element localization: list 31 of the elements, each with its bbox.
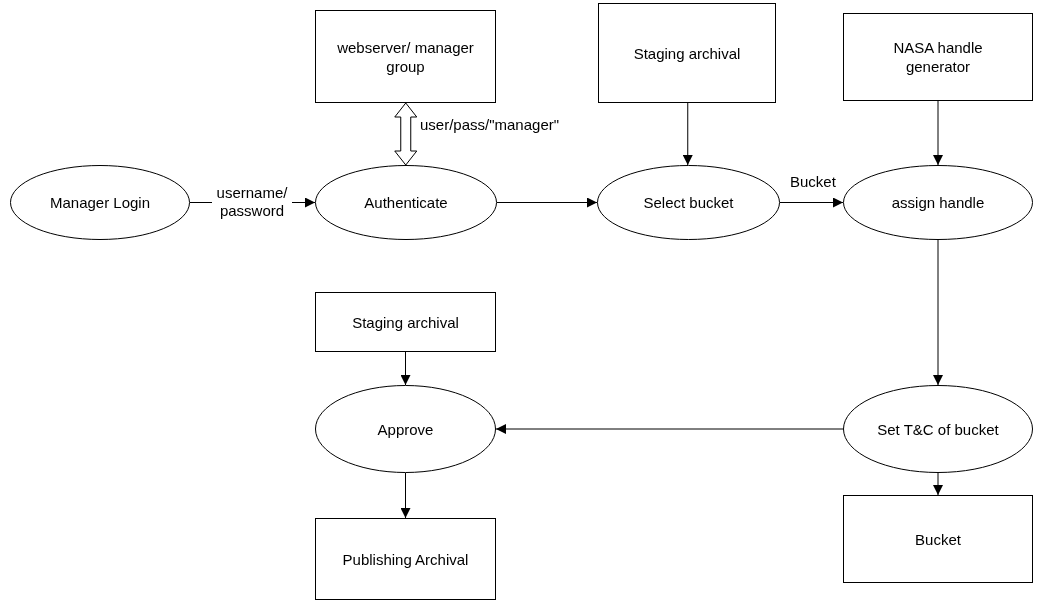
process-box [315,10,496,103]
process-box [315,518,496,600]
arrow [400,351,411,386]
arrow [779,197,844,208]
node-label: NASA handle generator [892,38,984,76]
node-label: Approve [377,419,434,439]
node-label: Select bucket [643,193,734,212]
arrow [933,239,943,386]
process-box [315,292,496,352]
process-box [843,13,1033,101]
arrow [400,472,411,519]
double-arrow [394,102,418,166]
edge-label: Bucket [790,173,836,191]
arrow [496,197,598,208]
node-label: Set T&C of bucket [877,419,999,439]
node-label: Staging archival [352,312,459,332]
edge-label: user/pass/"manager" [420,116,560,134]
node-label: Staging archival [633,43,741,63]
node-label: assign handle [891,193,985,212]
node-label: Publishing Archival [342,549,469,569]
arrow [682,102,693,166]
arrow [495,424,844,434]
arrow [933,100,943,166]
node-label: webserver/ manager group [336,37,475,76]
arrow [933,472,943,496]
process-box [598,3,776,103]
process-box [843,495,1033,583]
node-label: Bucket [915,529,961,549]
edge-label: username/ password [212,184,292,220]
node-label: Manager Login [49,193,151,212]
node-label: Authenticate [364,193,448,212]
